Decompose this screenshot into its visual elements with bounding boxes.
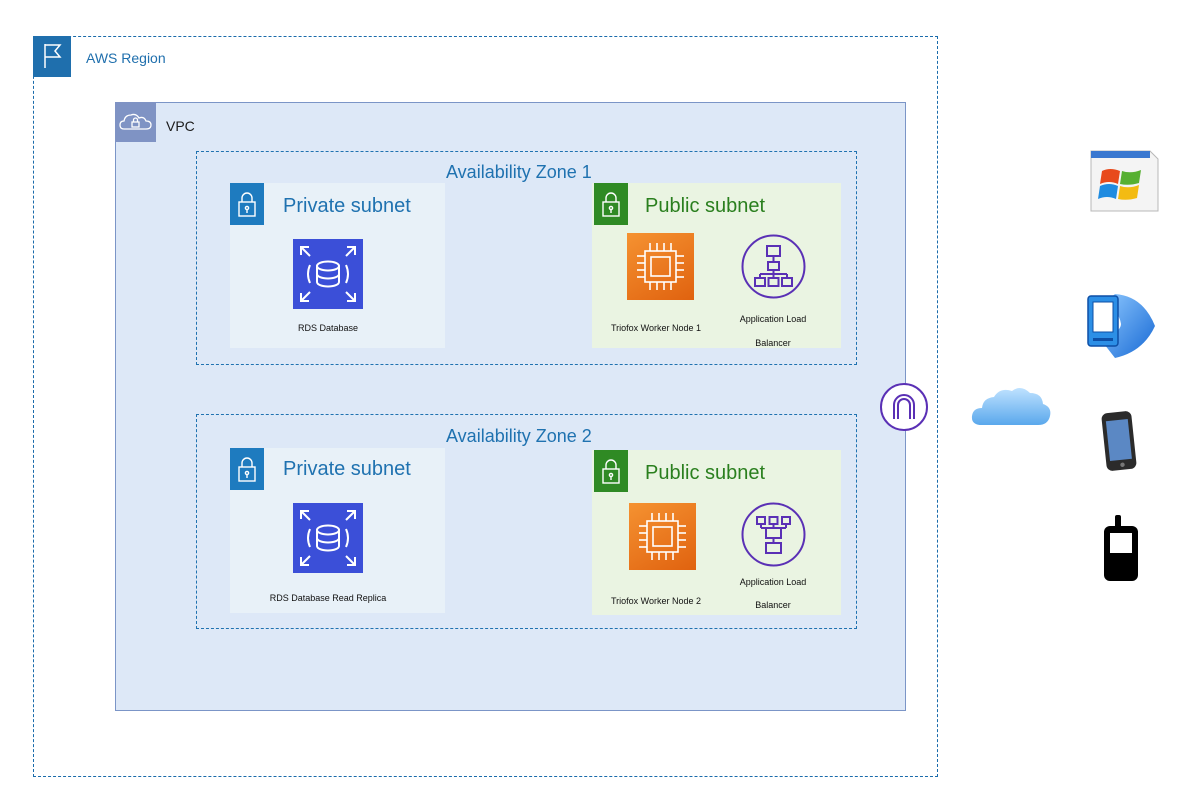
private-subnet-2-label: Private subnet — [283, 458, 411, 480]
rds-read-replica-label: RDS Database Read Replica — [269, 593, 387, 603]
region-label: AWS Region — [86, 50, 166, 66]
ec2-chip-icon — [629, 503, 696, 570]
vpc-label: VPC — [166, 118, 195, 134]
alb-2-label-line2: Balancer — [755, 600, 791, 610]
lock-icon — [594, 450, 628, 492]
windows-app-icon — [1088, 149, 1160, 213]
alb-2-label-line1: Application Load — [739, 577, 807, 587]
smartphone-icon — [1100, 410, 1140, 472]
alb-1-label-line1: Application Load — [739, 314, 807, 324]
public-subnet-1-label: Public subnet — [645, 195, 766, 217]
rds-icon — [293, 503, 363, 573]
rds-icon — [293, 239, 363, 309]
alb-1-label-line2: Balancer — [755, 338, 791, 348]
worker-node-2-label: Triofox Worker Node 2 — [610, 596, 702, 606]
lock-icon — [594, 183, 628, 225]
availability-zone-1 — [196, 151, 857, 365]
lock-icon — [230, 448, 264, 490]
internet-cloud-icon — [968, 381, 1054, 433]
ec2-chip-icon — [627, 233, 694, 300]
load-balancer-icon — [740, 233, 807, 300]
flag-icon — [33, 36, 71, 77]
aws-region-boundary — [33, 36, 938, 777]
internet-gateway-icon — [879, 382, 929, 432]
rds-database-label: RDS Database — [297, 323, 359, 333]
worker-node-1-label: Triofox Worker Node 1 — [610, 323, 702, 333]
availability-zone-2-label: Availability Zone 2 — [446, 426, 592, 446]
mobile-phone-icon — [1102, 513, 1140, 583]
lock-icon — [230, 183, 264, 225]
desktop-computer-icon — [1085, 288, 1157, 360]
public-subnet-2-label: Public subnet — [645, 462, 766, 484]
private-subnet-1-label: Private subnet — [283, 195, 411, 217]
load-balancer-icon — [740, 501, 807, 568]
availability-zone-2 — [196, 414, 857, 629]
availability-zone-1-label: Availability Zone 1 — [446, 162, 592, 182]
cloud-lock-icon — [115, 102, 156, 142]
